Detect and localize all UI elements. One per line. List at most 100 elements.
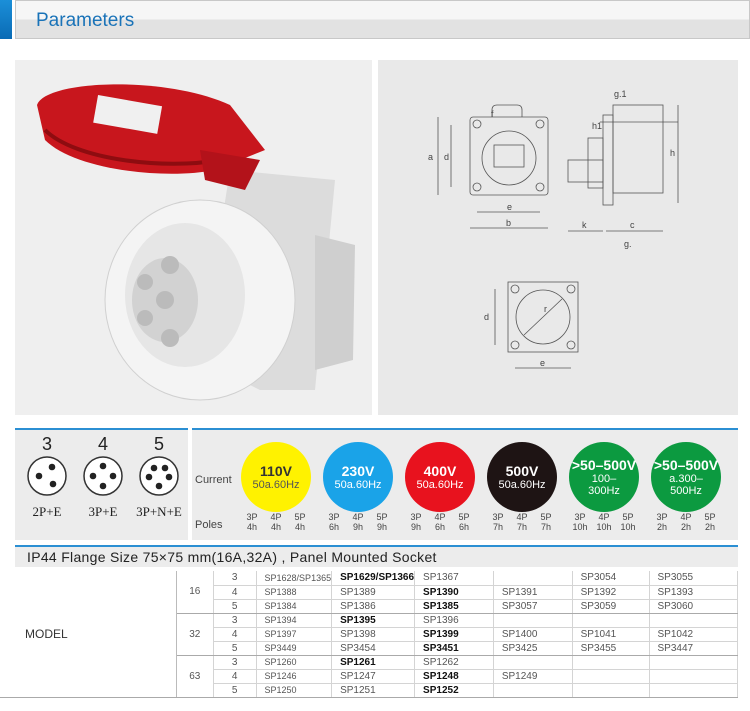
model-cell: SP3057 <box>493 599 573 614</box>
model-cell: SP1392 <box>572 585 650 600</box>
pole-hour: 9h <box>410 522 421 532</box>
model-cell: SP3059 <box>572 599 650 614</box>
pole-hour: 9h <box>352 522 363 532</box>
model-cell: SP1393 <box>649 585 738 600</box>
model-cell: SP1628/SP1365 <box>256 571 333 586</box>
pole-hour: 6h <box>434 522 445 532</box>
model-cell: SP3455 <box>572 641 650 656</box>
poles-cell: 3 <box>213 571 257 586</box>
model-cell <box>649 655 738 670</box>
frequency-value: a.300– 500Hz <box>669 472 703 497</box>
model-cell: SP3055 <box>649 571 738 586</box>
model-cell: SP3449 <box>256 641 333 656</box>
voltage-value: 400V <box>423 462 457 479</box>
voltage-value: >50–500V <box>571 456 637 473</box>
model-cell: SP1397 <box>256 627 333 642</box>
model-cell: SP3447 <box>649 641 738 656</box>
dim-label-g: g. <box>624 239 632 249</box>
poles-label: Poles <box>195 519 223 531</box>
pole-count: 4P <box>434 512 446 522</box>
model-cell: SP1262 <box>414 655 494 670</box>
pole-count: 4P <box>680 512 692 522</box>
pole-hour: 10h <box>596 522 612 532</box>
dim-label-k: k <box>582 220 587 230</box>
poles-cell: 4 <box>213 585 257 600</box>
dim-label-e2: e <box>540 358 545 368</box>
frequency-value: 50a.60Hz <box>416 478 464 491</box>
model-label: MODEL <box>0 571 177 698</box>
amp-cell: 63 <box>176 655 214 698</box>
pole-count: 3P <box>246 512 258 522</box>
page-title: Parameters <box>36 10 135 31</box>
pole-count: 3P <box>410 512 422 522</box>
section-header: Parameters <box>15 0 750 39</box>
pole-hour: 4h <box>246 522 257 532</box>
pin-count: 4 <box>97 434 108 454</box>
pin-count: 3 <box>41 434 52 454</box>
socket-pin-icon <box>27 456 67 496</box>
pin-config-3: 3 2P+E <box>19 434 75 520</box>
pole-count: 5P <box>540 512 552 522</box>
poles-cell: 4 <box>213 627 257 642</box>
model-cell <box>493 571 573 586</box>
dim-label-d: d <box>444 152 449 162</box>
pole-hour: 9h <box>376 522 387 532</box>
pole-hour: 7h <box>540 522 551 532</box>
pole-hour: 2h <box>704 522 715 532</box>
dim-label-e: e <box>507 202 512 212</box>
poles-cell: 3 <box>213 613 257 628</box>
pin-config-5: 5 3P+N+E <box>131 434 187 520</box>
current-label: Current <box>195 474 232 486</box>
pole-hour: 6h <box>328 522 339 532</box>
pole-count: 5P <box>704 512 716 522</box>
pin-configurations: 3 2P+E 4 3P+E 5 3P+N+E <box>15 428 188 540</box>
dim-label-g1: g.1 <box>614 89 627 99</box>
pole-count: 5P <box>458 512 470 522</box>
frequency-value: 50a.60Hz <box>498 478 546 491</box>
socket-pin-icon <box>83 456 123 496</box>
model-cell: SP1252 <box>414 683 494 698</box>
poles-cell: 4 <box>213 669 257 684</box>
model-cell: SP1400 <box>493 627 573 642</box>
model-cell: SP1260 <box>256 655 333 670</box>
poles-cell: 5 <box>213 641 257 656</box>
amp-cell: 16 <box>176 571 214 614</box>
pole-count: 5P <box>376 512 388 522</box>
dim-label-a: a <box>428 152 433 162</box>
pole-count: 3P <box>574 512 586 522</box>
model-cell <box>572 669 650 684</box>
model-cell <box>649 683 738 698</box>
model-cell: SP3054 <box>572 571 650 586</box>
model-cell: SP3451 <box>414 641 494 656</box>
poles-cell: 3 <box>213 655 257 670</box>
pin-label: 3P+E <box>88 504 118 519</box>
pole-count: 4P <box>598 512 610 522</box>
model-cell <box>493 655 573 670</box>
model-cell: SP1396 <box>414 613 494 628</box>
model-cell: SP1247 <box>331 669 416 684</box>
